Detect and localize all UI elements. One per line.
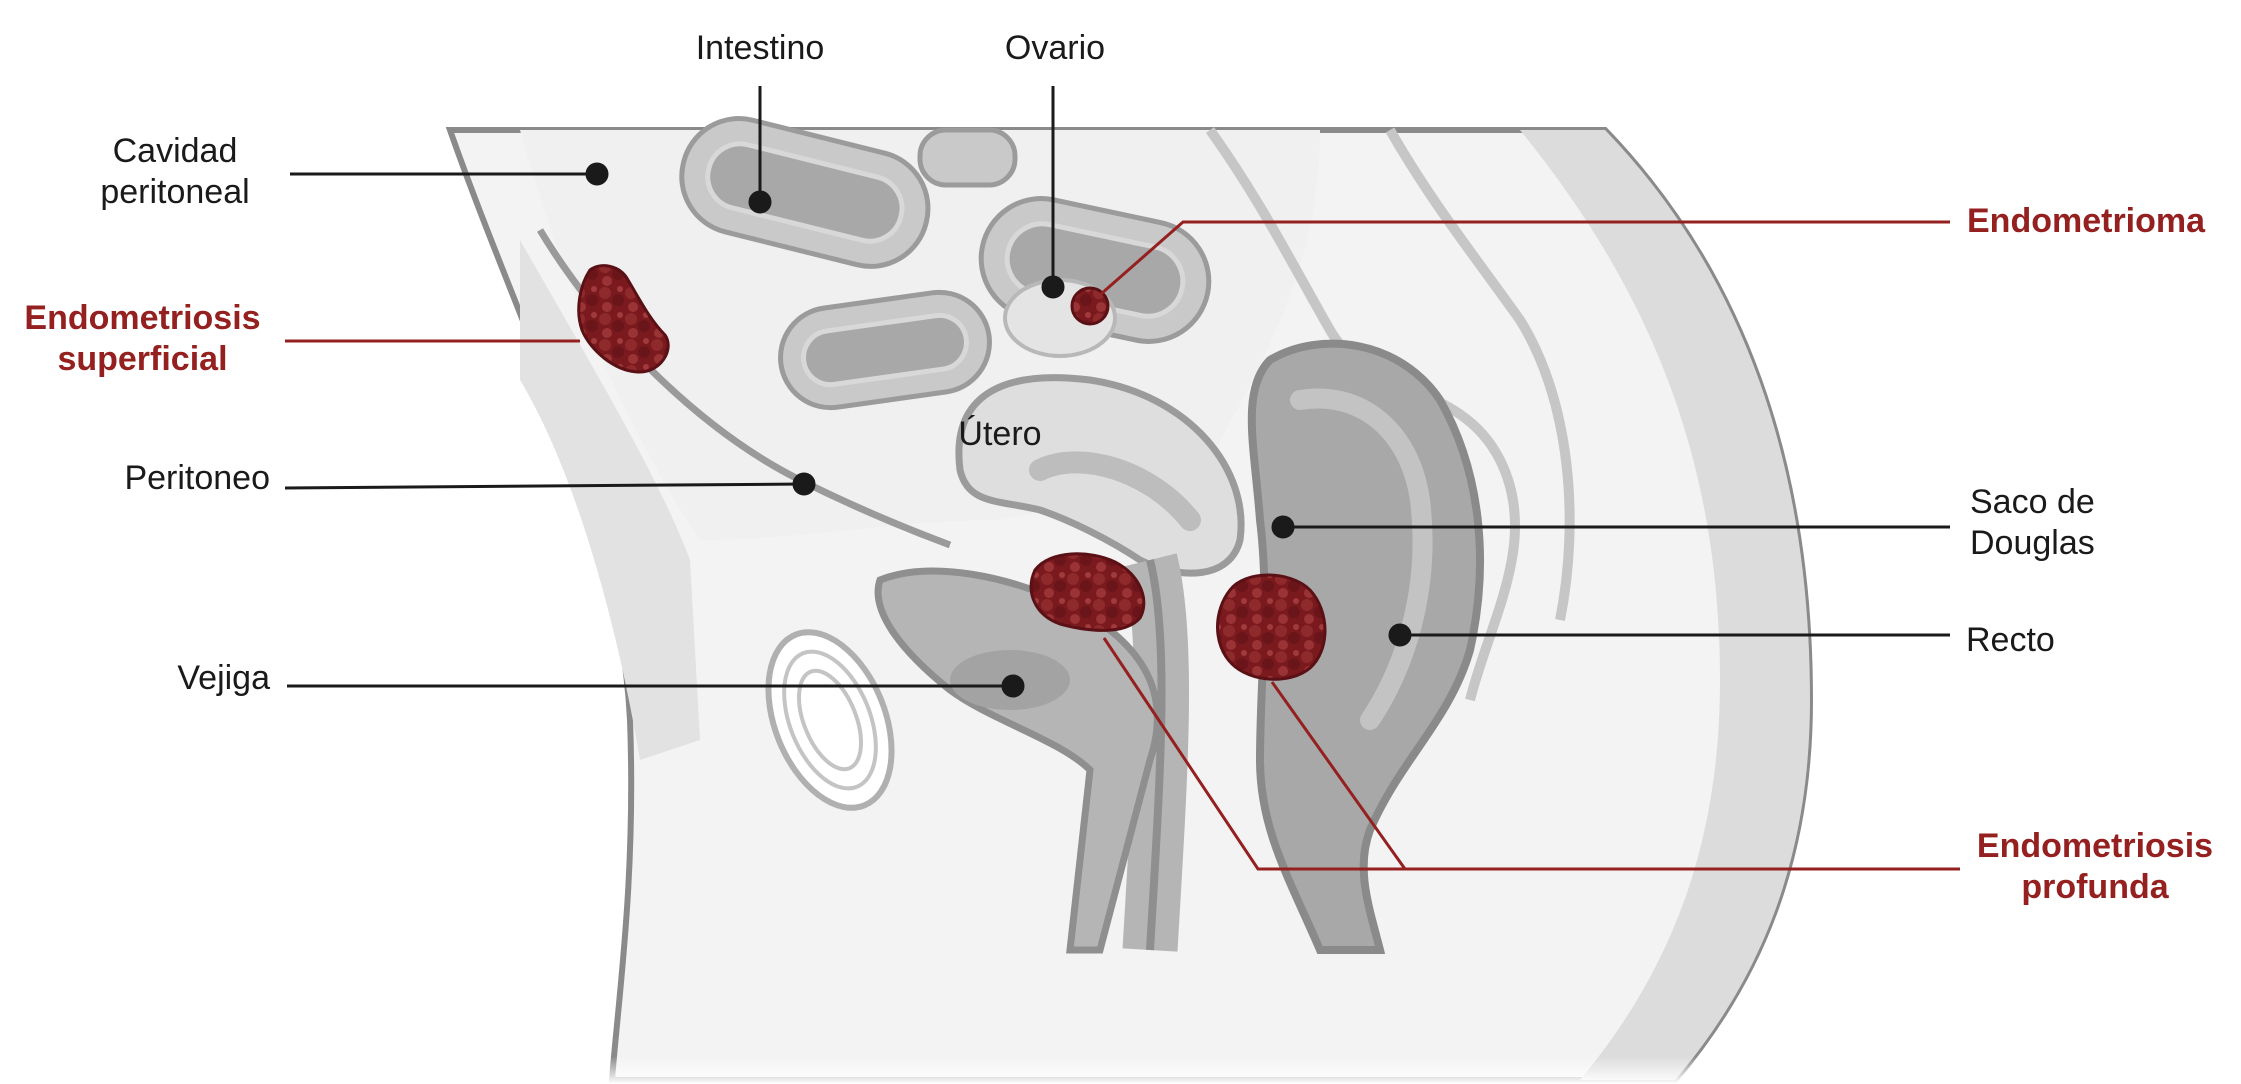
- bladder: [874, 567, 1161, 954]
- label-recto: Recto: [1966, 621, 2055, 659]
- label-cavidad-peritoneal: Cavidad peritoneal: [100, 132, 250, 211]
- bottom-fade: [0, 900, 2241, 1084]
- intestine-loops: [679, 116, 1212, 411]
- label-intestino: Intestino: [695, 29, 825, 67]
- pubic-bone: [765, 629, 895, 811]
- lesion-superficial: [577, 264, 670, 374]
- label-peritoneo: Peritoneo: [124, 459, 270, 497]
- lesion-leader-lines: [285, 220, 1960, 871]
- label-utero: Útero: [958, 415, 1042, 453]
- rectum: [1247, 339, 1484, 954]
- label-endometrioma: Endometrioma: [1967, 202, 2206, 240]
- leader-lines: [284, 86, 1950, 698]
- lesion-deep-uterus: [1029, 552, 1146, 632]
- label-endometriosis-superficial: Endometriosis superficial: [24, 299, 261, 378]
- label-endometriosis-profunda: Endometriosis profunda: [1976, 827, 2214, 906]
- label-ovario: Ovario: [1004, 29, 1106, 67]
- lesions: [577, 264, 1327, 681]
- lesion-deep-rectum: [1216, 573, 1327, 681]
- label-saco-de-douglas: Saco de Douglas: [1970, 483, 2095, 562]
- label-vejiga: Vejiga: [177, 659, 270, 697]
- lesion-endometrioma: [1070, 286, 1110, 326]
